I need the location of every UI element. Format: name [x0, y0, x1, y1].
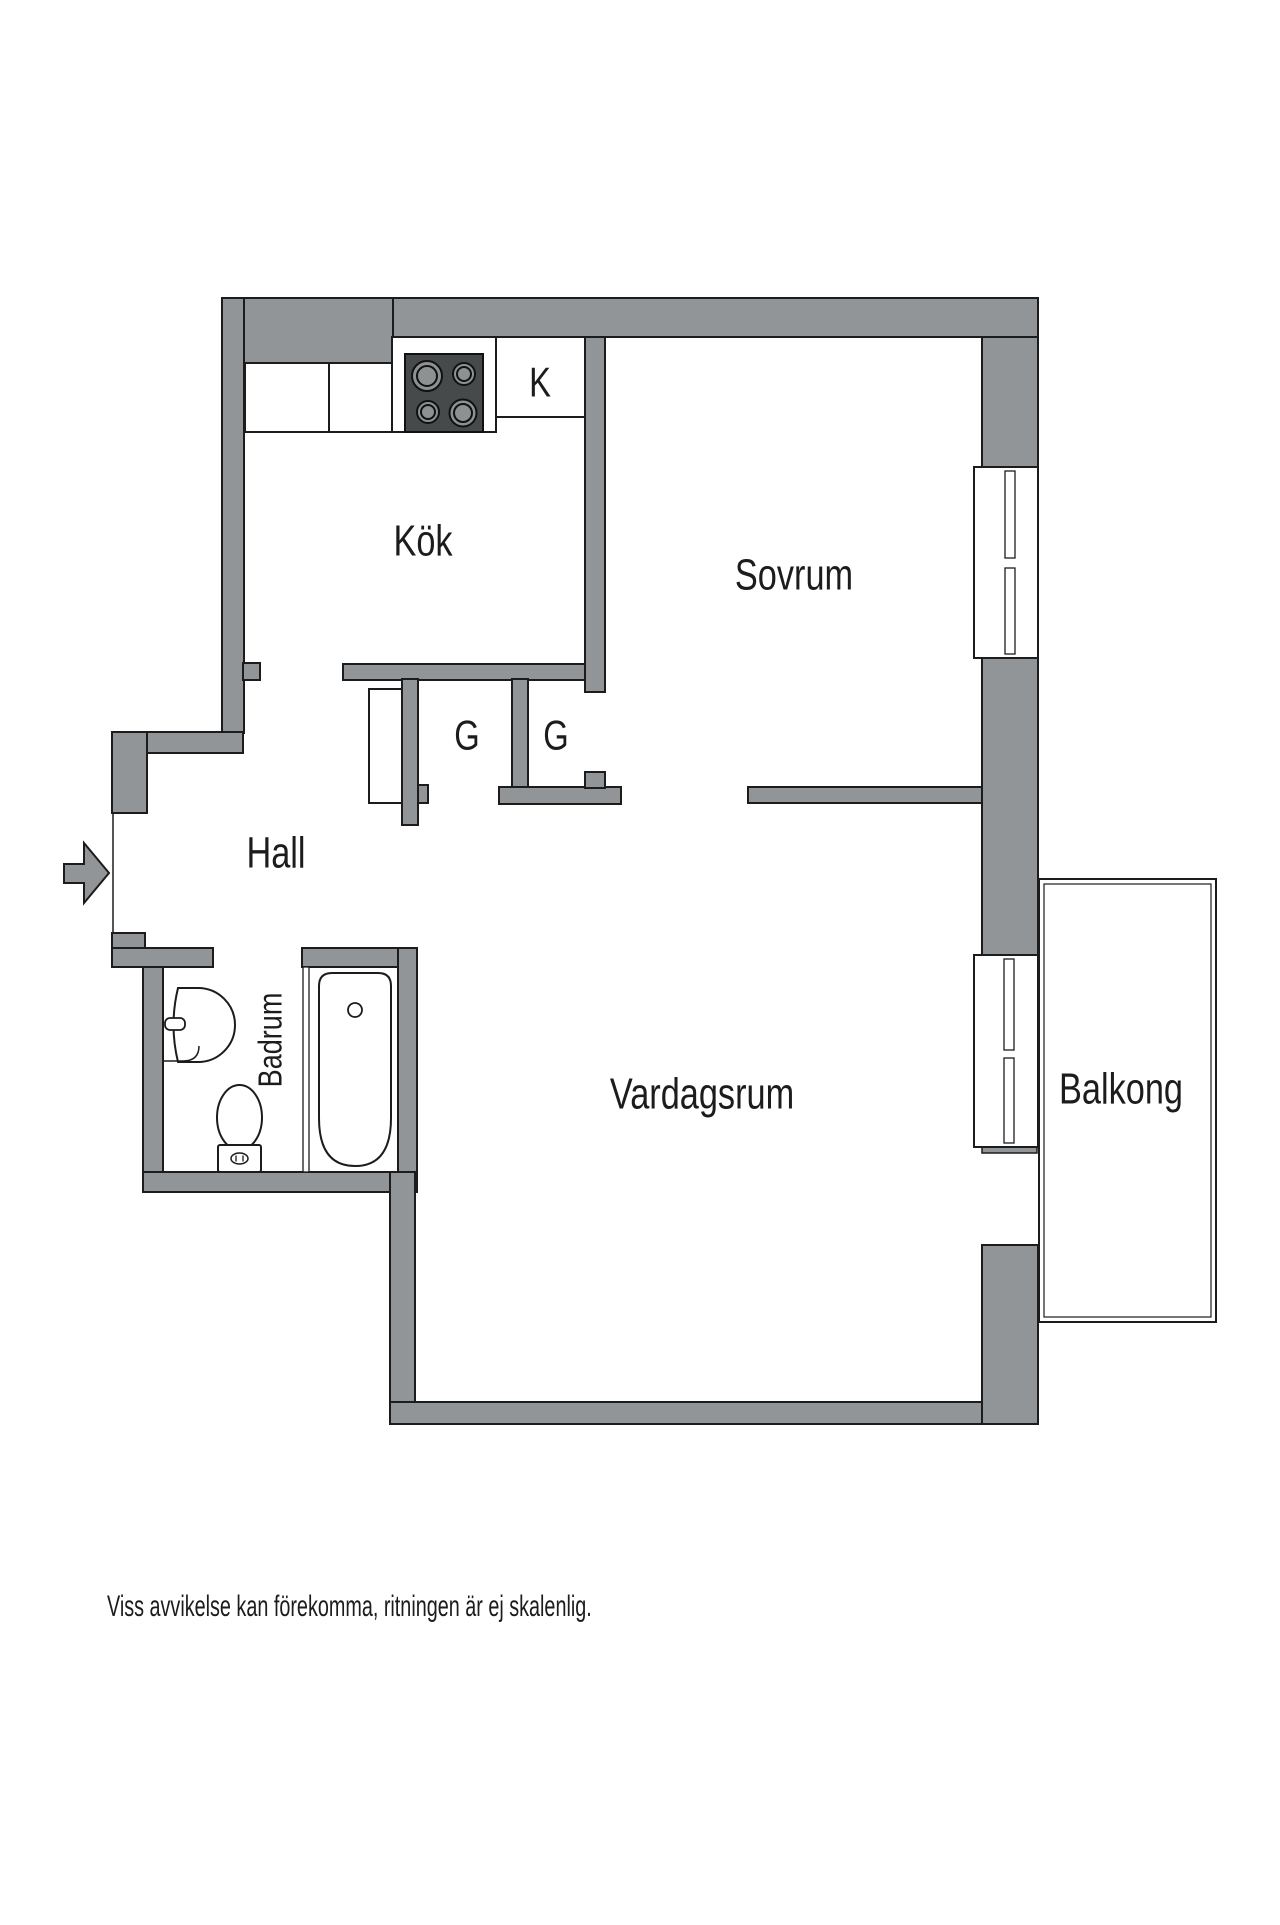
- wall-closet-bottom: [498, 786, 622, 805]
- wall-top-left-thick: [221, 297, 394, 364]
- wall-bathroom-bottom: [142, 1171, 418, 1193]
- wall-closet-left-tick: [417, 784, 429, 804]
- toilet-icon: [216, 1084, 263, 1173]
- room-label-bedroom: Sovrum: [735, 550, 853, 599]
- wall-left: [221, 297, 245, 734]
- room-label-bathroom: Badrum: [253, 993, 289, 1088]
- wall-kitchen-bedroom-divider: [584, 336, 606, 693]
- room-label-hall: Hall: [246, 828, 305, 877]
- wall-bottom: [389, 1401, 1039, 1425]
- wall-right-top: [981, 336, 1039, 468]
- wall-bathroom-top-left: [111, 947, 214, 968]
- room-label-kitchen: Kök: [393, 516, 452, 565]
- balcony-railing: [1038, 878, 1217, 1323]
- hall-cabinet: [368, 688, 403, 804]
- wall-livingroom-left: [389, 1171, 416, 1405]
- counter-cabinet: [244, 362, 332, 433]
- wall-closet-left: [401, 678, 419, 826]
- fridge-box: [495, 336, 586, 418]
- entrance-arrow-icon: [63, 840, 111, 906]
- wall-tub-right: [397, 947, 418, 1175]
- tub-partition-line: [302, 966, 310, 1173]
- marker-label-closet-right: G: [543, 712, 568, 759]
- livingroom-window: [973, 954, 1039, 1148]
- wall-right-bottom: [981, 1244, 1039, 1425]
- room-label-livingroom: Vardagsrum: [610, 1069, 794, 1118]
- sink-icon: [163, 987, 236, 1063]
- walls: [111, 297, 1039, 1425]
- wall-jamb-kitchen: [242, 662, 261, 681]
- marker-label-fridge: K: [529, 359, 551, 406]
- wall-right-mid: [981, 657, 1039, 956]
- wall-bathroom-left: [142, 966, 164, 1173]
- stove-icon: [404, 353, 484, 433]
- wall-bedroom-livingroom: [747, 786, 983, 804]
- wall-entry-stub: [111, 731, 148, 814]
- bedroom-window: [973, 466, 1039, 659]
- wall-closet-right-tick: [584, 771, 606, 789]
- counter-cabinet: [328, 362, 393, 433]
- wall-kitchen-bottom: [342, 663, 586, 681]
- bathtub-icon: [318, 972, 392, 1168]
- marker-label-closet-left: G: [454, 712, 479, 759]
- disclaimer-text: Viss avvikelse kan förekomma, ritningen …: [107, 1590, 592, 1623]
- wall-closet-mid: [511, 678, 529, 788]
- room-label-balcony: Balkong: [1059, 1064, 1183, 1113]
